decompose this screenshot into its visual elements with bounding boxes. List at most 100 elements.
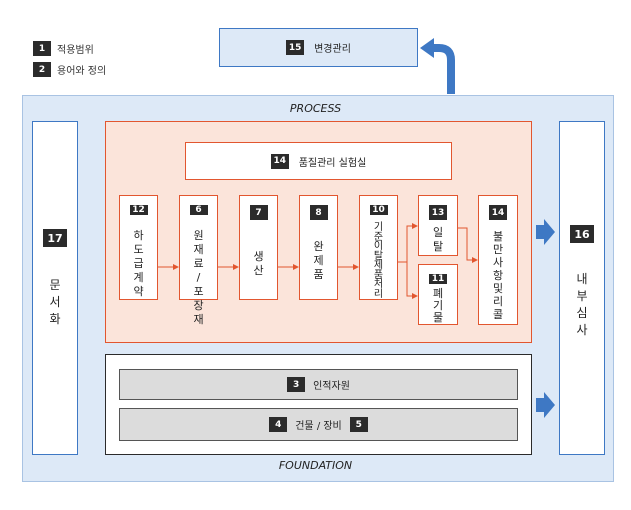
- internal-audit-badge: 16: [570, 225, 594, 243]
- arrow-foundation-to-audit: [536, 392, 555, 418]
- label-char: 품: [313, 268, 324, 281]
- label-char: 처: [373, 279, 384, 290]
- step-badge: 6: [189, 205, 208, 215]
- label-char: 사: [576, 323, 588, 337]
- label-char: 문: [49, 278, 61, 292]
- label-char: 품: [373, 269, 384, 281]
- change-management-badge: 15: [286, 40, 305, 55]
- label-char: 장: [193, 299, 204, 312]
- step-badge: 7: [249, 205, 268, 220]
- label-char: 산: [253, 264, 264, 277]
- documentation-badge: 17: [43, 229, 67, 247]
- label-char: 화: [49, 312, 61, 326]
- human-resources-badge: 3: [287, 377, 306, 392]
- step-badge: 14: [489, 205, 507, 220]
- label-char: 도: [133, 243, 144, 256]
- process-label: PROCESS: [289, 102, 342, 115]
- label-char: 탈: [373, 250, 384, 262]
- label-char: 탈: [432, 240, 444, 253]
- label-char: 급: [133, 257, 144, 270]
- legend-item-scope: 1 적용범위: [33, 41, 94, 56]
- step-badge: 10: [369, 205, 388, 215]
- label-char: 하: [133, 229, 144, 242]
- label-char: 원: [193, 229, 204, 242]
- label-char: 기: [432, 299, 444, 312]
- label-char: 만: [492, 243, 504, 256]
- label-char: 내: [576, 272, 588, 286]
- arrow-10-to-13: [398, 223, 418, 263]
- human-resources-label: 인적자원: [313, 381, 350, 392]
- label-char: 기: [373, 222, 384, 233]
- qc-lab-label: 품질관리 실험실: [298, 157, 367, 169]
- label-char: 재: [193, 313, 204, 326]
- label-char: /: [196, 271, 201, 284]
- step-badge: 11: [429, 274, 447, 284]
- buildings-equipment-bar: 4 건물 / 장비 5: [119, 408, 518, 441]
- label-char: 일: [432, 226, 444, 239]
- legend-badge: 2: [33, 62, 51, 77]
- buildings-label: 건물 / 장비: [295, 421, 342, 432]
- arrow-head-change-management: [420, 38, 434, 58]
- legend-badge: 1: [33, 41, 51, 56]
- label-char: 재: [193, 243, 204, 256]
- label-char: 불: [492, 230, 504, 243]
- label-char: 리: [492, 295, 504, 308]
- buildings-badge-left: 4: [269, 417, 288, 432]
- legend-label: 적용범위: [57, 45, 94, 56]
- label-char: 포: [193, 285, 204, 298]
- step-badge: 13: [429, 205, 447, 220]
- label-char: 이: [373, 241, 384, 252]
- label-char: 및: [492, 282, 504, 295]
- arrow-process-to-audit: [536, 219, 555, 245]
- label-char: 폐: [432, 287, 444, 300]
- label-char: 료: [193, 257, 204, 270]
- label-char: 물: [432, 311, 444, 324]
- label-char: 리: [373, 288, 384, 300]
- foundation-label: FOUNDATION: [278, 459, 353, 472]
- label-char: 부: [576, 289, 588, 303]
- label-char: 제: [373, 260, 384, 271]
- buildings-badge-right: 5: [349, 417, 368, 432]
- label-char: 서: [49, 295, 61, 309]
- label-char: 생: [253, 250, 264, 263]
- arrow-10-to-11: [398, 261, 418, 299]
- arrow-to-change-management: [432, 44, 455, 94]
- label-char: 준: [373, 231, 384, 243]
- step-badge: 8: [309, 205, 328, 220]
- human-resources-bar: 3 인적자원: [119, 369, 518, 400]
- arrow-13-to-14: [458, 227, 478, 263]
- label-char: 사: [492, 256, 504, 269]
- legend-label: 용어와 정의: [57, 66, 107, 77]
- label-char: 제: [313, 254, 324, 267]
- change-management-box: 15 변경관리: [219, 28, 418, 67]
- label-char: 계: [133, 271, 144, 284]
- label-char: 항: [492, 269, 504, 282]
- step-badge: 12: [129, 205, 148, 215]
- qc-lab-box: 14 품질관리 실험실: [185, 142, 452, 180]
- qc-lab-badge: 14: [270, 153, 289, 169]
- legend-item-terms: 2 용어와 정의: [33, 62, 106, 77]
- change-management-label: 변경관리: [314, 44, 351, 55]
- label-char: 약: [133, 285, 144, 298]
